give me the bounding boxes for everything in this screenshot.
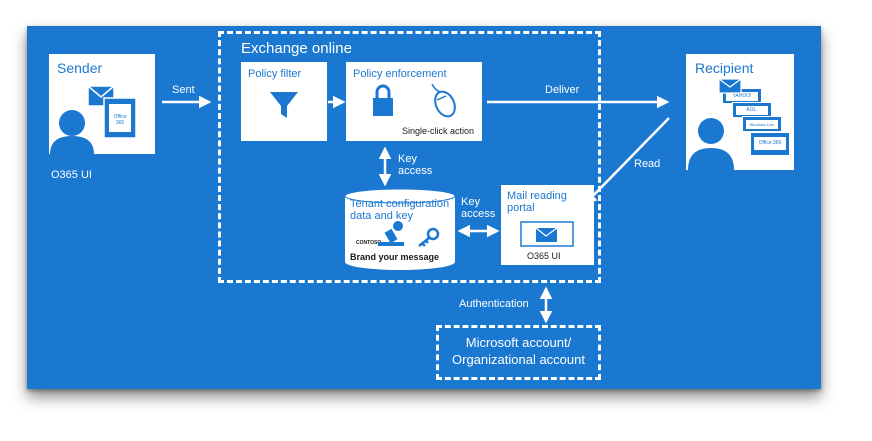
sender-title: Sender <box>57 60 103 76</box>
funnel-icon <box>270 92 298 118</box>
mail-portal-title-line2: portal <box>507 202 535 214</box>
account-label: Microsoft account/ Organizational accoun… <box>436 334 601 368</box>
stamp-icon <box>378 221 404 246</box>
mail-portal-title-line1: Mail reading <box>507 190 567 202</box>
mail-portal-box: Mail reading portal O365 UI <box>501 185 594 265</box>
mail-portal-caption: O365 UI <box>527 251 561 261</box>
tenant-title-line2: data and key <box>350 210 413 222</box>
deliver-label: Deliver <box>545 84 580 96</box>
sender-caption: O365 UI <box>51 169 92 181</box>
mouse-icon <box>431 83 456 118</box>
key-access-label-1: Key access <box>398 153 433 177</box>
recipient-person-icon <box>688 118 734 170</box>
padlock-icon <box>373 98 393 116</box>
read-label: Read <box>634 158 661 170</box>
read-arrow <box>584 117 670 205</box>
sender-person-icon <box>59 110 85 136</box>
recipient-title: Recipient <box>695 60 754 76</box>
policy-enforcement-box: Policy enforcement Single-click action <box>346 62 482 141</box>
account-container <box>436 325 601 380</box>
recipient-card-windows-live: Windows Live <box>742 116 782 132</box>
recipient-envelope-icon <box>718 78 742 94</box>
sender-badge: Office 365 <box>113 114 127 126</box>
authentication-label: Authentication <box>459 298 529 310</box>
exchange-title: Exchange online <box>241 40 352 57</box>
recipient-card-aol: AOL. <box>732 102 772 118</box>
sent-label: Sent <box>172 84 195 96</box>
recipient-card-office365: Office 365 <box>750 132 790 156</box>
policy-enforcement-caption: Single-click action <box>402 126 475 136</box>
account-line2: Organizational account <box>452 352 585 367</box>
policy-enforcement-title: Policy enforcement <box>353 68 447 80</box>
account-line1: Microsoft account/ <box>465 335 572 350</box>
tenant-title-line1: Tenant configuration <box>350 198 450 210</box>
envelope-icon <box>520 221 574 247</box>
policy-filter-box: Policy filter <box>241 62 327 141</box>
tenant-caption: Brand your message <box>350 252 440 262</box>
exchange-container <box>218 31 601 283</box>
tenant-title: Tenant configuration data and key <box>350 198 449 222</box>
key-access-label-2: Key access <box>461 196 496 220</box>
policy-filter-title: Policy filter <box>248 68 302 80</box>
tenant-logo: CONTOSO <box>356 240 382 246</box>
mail-portal-title: Mail reading portal <box>507 190 567 214</box>
key-icon <box>418 227 440 247</box>
